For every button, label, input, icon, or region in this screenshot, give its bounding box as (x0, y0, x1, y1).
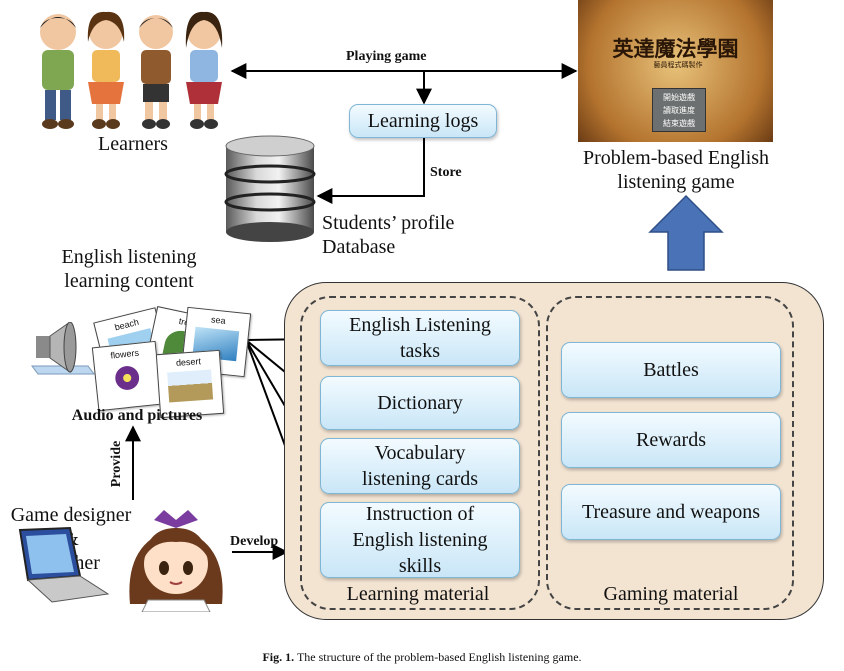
learning-item-instruction-line3: skills (398, 555, 442, 577)
content-label-line1: English listening (61, 246, 197, 268)
designer-label-line1: Game designer (10, 504, 132, 526)
learning-item-tasks-line2: tasks (399, 340, 440, 362)
learning-item-tasks: English Listening tasks (320, 310, 520, 366)
figure-caption-prefix: Fig. 1. (262, 650, 295, 664)
learning-item-instruction-line1: Instruction of (365, 503, 475, 525)
gaming-item-battles: Battles (561, 342, 781, 398)
learning-material-group (300, 296, 540, 610)
learners-illustration (40, 11, 223, 129)
database-label: Students’ profile Database (322, 211, 492, 259)
game-label-line2: listening game (617, 171, 735, 193)
gaming-item-treasure: Treasure and weapons (561, 484, 781, 540)
learners-label: Learners (98, 133, 168, 155)
learning-logs-box: Learning logs (349, 104, 497, 138)
gaming-item-rewards: Rewards (561, 412, 781, 468)
big-up-arrow (648, 194, 724, 271)
figure-caption-text: The structure of the problem-based Engli… (296, 650, 582, 664)
content-label-line2: learning content (64, 270, 194, 292)
learning-item-instruction-line2: English listening (352, 529, 488, 551)
game-menu-item: 結束遊戲 (663, 119, 695, 128)
playing-game-label: Playing game (346, 49, 427, 64)
game-menu: 開始遊戲 讀取進度 結束遊戲 (652, 88, 706, 132)
flowers-picture (110, 361, 144, 395)
learning-item-tasks-line1: English Listening (349, 314, 491, 336)
store-arrow (316, 136, 425, 204)
develop-label: Develop (230, 534, 279, 549)
figure-caption: Fig. 1. The structure of the problem-bas… (0, 650, 844, 665)
laptop-icon (18, 526, 110, 603)
gaming-material-group (546, 296, 794, 610)
gaming-material-label: Gaming material (603, 583, 739, 605)
card-sea-label: sea (210, 314, 227, 326)
learning-item-dictionary: Dictionary (320, 376, 520, 430)
card-flowers-label: flowers (109, 347, 140, 361)
database-label-line2: Database (322, 236, 396, 258)
database-label-line1: Students’ profile (322, 212, 455, 234)
game-subtitle: 藝員程式碼製作 (653, 61, 703, 69)
speaker-icon (31, 322, 95, 375)
database-icon (224, 135, 316, 242)
game-menu-item: 讀取進度 (663, 106, 695, 115)
learning-item-vocabulary-cards: Vocabulary listening cards (320, 438, 520, 494)
game-title: 英達魔法學園 (612, 36, 739, 61)
teacher-illustration (129, 510, 223, 612)
game-screenshot: 英達魔法學園 藝員程式碼製作 開始遊戲 讀取進度 結束遊戲 (578, 0, 773, 142)
provide-label: Provide (109, 440, 124, 488)
game-label-line1: Problem-based English (582, 147, 770, 169)
audio-pictures-label: Audio and pictures (71, 407, 203, 424)
content-label: English listening learning content (44, 245, 214, 293)
learning-material-label: Learning material (346, 583, 490, 605)
game-menu-item: 開始遊戲 (663, 93, 695, 102)
desert-picture (167, 369, 214, 403)
learning-item-cards-line2: listening cards (361, 468, 479, 490)
learning-item-instruction: Instruction of English listening skills (320, 502, 520, 578)
store-label: Store (430, 165, 462, 180)
card-desert-label: desert (175, 356, 202, 368)
learning-item-cards-line1: Vocabulary (374, 442, 466, 464)
game-label: Problem-based English listening game (566, 146, 786, 194)
card-flowers: flowers (91, 340, 163, 412)
